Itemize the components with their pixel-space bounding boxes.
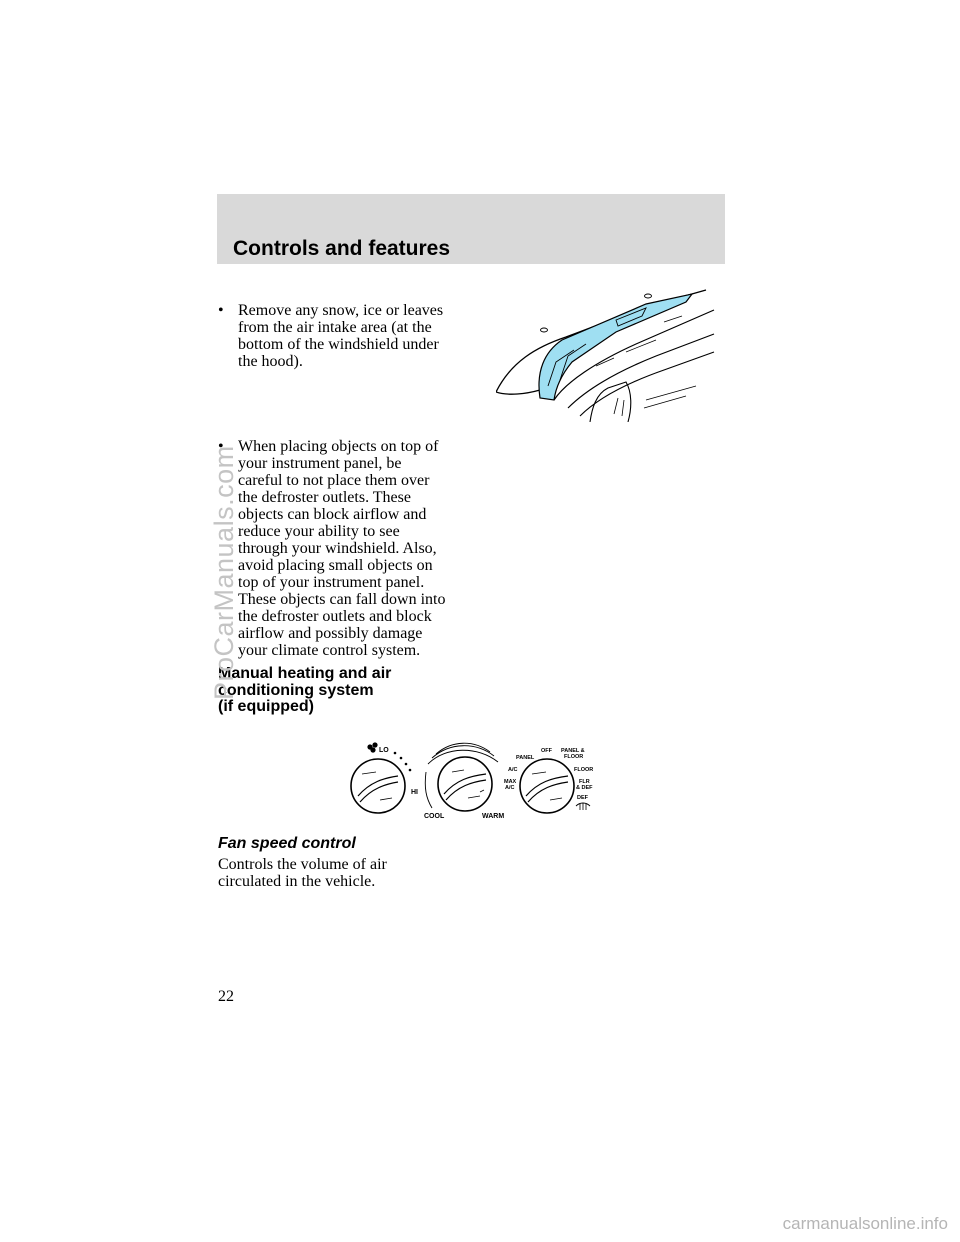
mode-flr-def-label-2: & DEF [576, 785, 593, 791]
list-item: • Remove any snow, ice or leaves from th… [218, 302, 478, 370]
bullet-text: When placing objects on top of your inst… [238, 438, 446, 659]
temp-cool-label: COOL [424, 813, 445, 820]
header-band [217, 194, 725, 264]
temp-warm-label: WARM [482, 813, 504, 820]
bullet-text: Remove any snow, ice or leaves from the … [238, 302, 444, 370]
fan-icon [367, 742, 378, 753]
mode-selector-knob: PANEL OFF PANEL & FLOOR A/C FLOOR MAX A/… [504, 748, 593, 814]
mode-flr-def-label: FLR [579, 779, 590, 785]
bottom-watermark: carmanualsonline.info [782, 1214, 948, 1233]
list-item: • When placing objects on top of your in… [218, 438, 478, 659]
fan-hi-label: HI [411, 789, 418, 796]
subsection-text: Controls the volume of air circulated in… [218, 856, 387, 890]
mode-panel-floor-label-2: FLOOR [564, 754, 583, 760]
mode-floor-label: FLOOR [574, 767, 593, 773]
bullet-marker: • [218, 302, 224, 319]
page-title: Controls and features [233, 237, 451, 260]
climate-control-panel-illustration: LO HI COOL WARM PANEL OFF PANEL & FLOOR … [350, 742, 593, 820]
mode-max-ac-label-2: A/C [505, 785, 515, 791]
mode-panel-label: PANEL [516, 755, 535, 761]
page-number: 22 [218, 988, 234, 1005]
mode-off-label: OFF [541, 748, 553, 754]
fan-speed-knob: LO HI [350, 742, 418, 814]
mode-ac-label: A/C [508, 767, 518, 773]
air-intake-highlight [538, 293, 694, 401]
mode-def-label: DEF [577, 795, 589, 801]
mode-panel-floor-label: PANEL & [561, 748, 585, 754]
bullet-marker: • [218, 438, 224, 455]
section-heading: Manual heating and air conditioning syst… [218, 665, 392, 715]
subsection-heading: Fan speed control [218, 835, 356, 852]
temperature-knob: COOL WARM [424, 742, 504, 820]
mode-max-ac-label: MAX [504, 779, 517, 785]
side-watermark: ProCarManuals.com [209, 445, 239, 700]
defrost-icon [575, 802, 591, 810]
windshield-air-intake-illustration [496, 289, 715, 422]
fan-lo-label: LO [379, 747, 389, 754]
